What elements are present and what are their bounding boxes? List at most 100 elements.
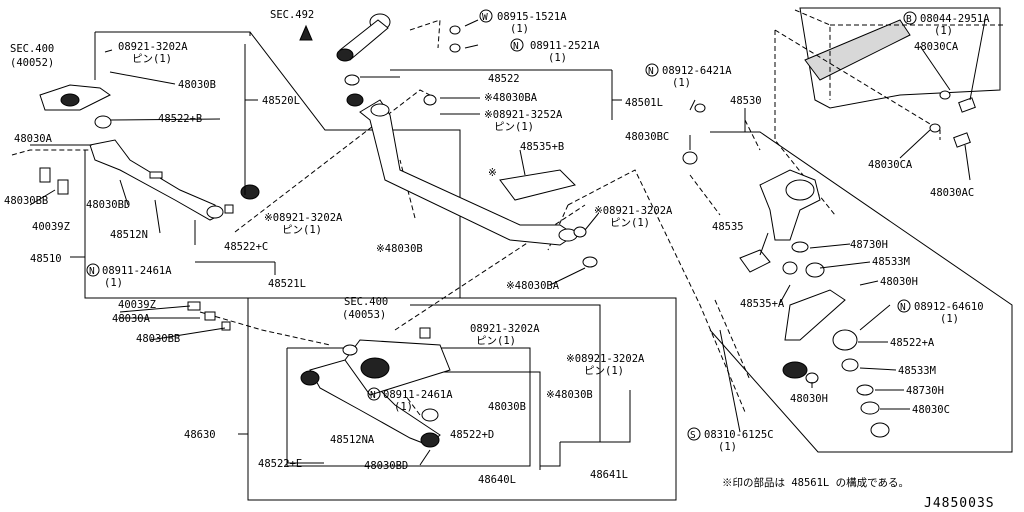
label-08310-6125C: 08310-6125C: [704, 429, 774, 441]
label-48030A-bot: 48030A: [112, 313, 151, 325]
sec492-ref: SEC.492: [270, 9, 314, 41]
label-08912-6421A-qty: (1): [672, 77, 691, 89]
label-48030BB-top: 48030BB: [4, 195, 48, 207]
label-08921-inner-pin: ピン(1): [476, 335, 516, 347]
label-48521L: 48521L: [268, 278, 306, 290]
label-08911-2521A-qty: (1): [548, 52, 567, 64]
label-48030B-top: 48030B: [178, 79, 216, 91]
label-48522C: 48522+C: [224, 241, 268, 253]
label-08921-3252A-pin: ピン(1): [494, 121, 534, 133]
sec400-top-label: SEC.400: [10, 43, 54, 55]
svg-text:B: B: [906, 14, 912, 25]
label-08921-3202A-inner2: ※08921-3202A: [566, 353, 645, 365]
label-48530: 48530: [730, 95, 762, 107]
n-circle-icon: N: [367, 387, 381, 401]
label-48522D: 48522+D: [450, 429, 494, 441]
label-48641L: 48641L: [590, 469, 628, 481]
label-48730H-bot: 48730H: [906, 385, 944, 397]
sec400-bottom-sub: (40053): [342, 309, 386, 321]
w-circle-icon: W: [479, 9, 493, 23]
label-08310-qty: (1): [718, 441, 737, 453]
arrow-up-icon: [299, 24, 313, 41]
label-48030BB-bot: 48030BB: [136, 333, 180, 345]
label-48730H-top: 48730H: [850, 239, 888, 251]
label-48522B: 48522+B: [158, 113, 202, 125]
label-08911-2461A-top: 08911-2461A: [102, 265, 172, 277]
label-48030H-top: 48030H: [880, 276, 918, 288]
footnote: ※印の部品は 48561L の構成である。: [722, 476, 909, 489]
label-40039Z-top: 40039Z: [32, 221, 70, 233]
lower-tie-rod: [187, 301, 451, 448]
label-48030C: 48030C: [912, 404, 950, 416]
label-48030B-bot: 48030B: [488, 401, 526, 413]
label-48535B: 48535+B: [520, 141, 564, 153]
center-link: [359, 94, 578, 246]
svg-text:N: N: [513, 41, 519, 52]
label-08921-3202A-right: ※08921-3202A: [594, 205, 673, 217]
sec400-top-sub: (40052): [10, 57, 54, 69]
b-circle-icon: B: [903, 11, 917, 25]
label-48030BD-bot: 48030BD: [364, 460, 408, 472]
label-08912-6421A: 08912-6421A: [662, 65, 732, 77]
label-48522E: 48522+E: [258, 458, 302, 470]
label-48030H-bot: 48030H: [790, 393, 828, 405]
label-08921-mid-pin: ピン(1): [282, 224, 322, 236]
n-circle-icon: N: [897, 299, 911, 313]
label-48535: 48535: [712, 221, 744, 233]
label-48533M-bot: 48533M: [898, 365, 936, 377]
label-48030BC: 48030BC: [625, 131, 669, 143]
upper-tie-rod: [39, 84, 260, 221]
leader-lines: [29, 19, 986, 466]
label-08044-qty: (1): [934, 25, 953, 37]
label-08911-2521A: 08911-2521A: [530, 40, 600, 52]
svg-text:N: N: [900, 302, 906, 313]
label-48533M-top: 48533M: [872, 256, 910, 268]
label-48030CA-top: 48030CA: [914, 41, 959, 53]
label-48030BA-mid: ※48030BA: [506, 280, 560, 292]
label-48640L: 48640L: [478, 474, 516, 486]
label-48522A: 48522+A: [890, 337, 935, 349]
label-40039Z-bot: 40039Z: [118, 299, 156, 311]
label-08921-inner2-pin: ピン(1): [584, 365, 624, 377]
label-48630: 48630: [184, 429, 216, 441]
sec492-label: SEC.492: [270, 9, 314, 21]
s-circle-icon: S: [687, 427, 701, 441]
n-circle-icon: N: [645, 63, 659, 77]
asterisk-mark: ※: [488, 167, 497, 179]
label-08911-2461A-bot: 08911-2461A: [383, 389, 453, 401]
label-48030B-mid: ※48030B: [376, 243, 423, 255]
n-circle-icon: N: [86, 263, 100, 277]
label-48030CA-mid: 48030CA: [868, 159, 913, 171]
label-48030BA-top: ※48030BA: [484, 92, 538, 104]
label-08915-qty: (1): [510, 23, 529, 35]
label-48030B-bot2: ※48030B: [546, 389, 593, 401]
svg-text:S: S: [690, 430, 696, 441]
label-48510: 48510: [30, 253, 62, 265]
label-48522: 48522: [488, 73, 520, 85]
label-08921-3252A: ※08921-3252A: [484, 109, 563, 121]
label-48501L: 48501L: [625, 97, 663, 109]
label-08921-3202A-mid: ※08921-3202A: [264, 212, 343, 224]
label-48030AC: 48030AC: [930, 187, 974, 199]
label-08921-3202A-top: 08921-3202A: [118, 41, 188, 53]
label-08044-2951A: 08044-2951A: [920, 13, 990, 25]
label-48520L: 48520L: [262, 95, 300, 107]
label-08911-2461A-bot-qty: (1): [394, 401, 413, 413]
pitman-arm: [336, 13, 461, 107]
diagram-ref: J485003S: [924, 496, 995, 511]
svg-text:W: W: [482, 12, 488, 23]
label-48030A-top: 48030A: [14, 133, 53, 145]
label-48512NA: 48512NA: [330, 434, 375, 446]
label-08921-3202A-inner: 08921-3202A: [470, 323, 540, 335]
svg-text:N: N: [89, 266, 95, 277]
label-48512N: 48512N: [110, 229, 148, 241]
frame-rail: [774, 7, 1005, 216]
label-08911-2461A-top-qty: (1): [104, 277, 123, 289]
svg-text:N: N: [648, 66, 654, 77]
label-08921-right-pin: ピン(1): [610, 217, 650, 229]
label-48030BD: 48030BD: [86, 199, 130, 211]
label-48535A: 48535+A: [740, 298, 785, 310]
sec400-bottom-label: SEC.400: [344, 296, 388, 308]
label-08921-top-pin: ピン(1): [132, 53, 172, 65]
